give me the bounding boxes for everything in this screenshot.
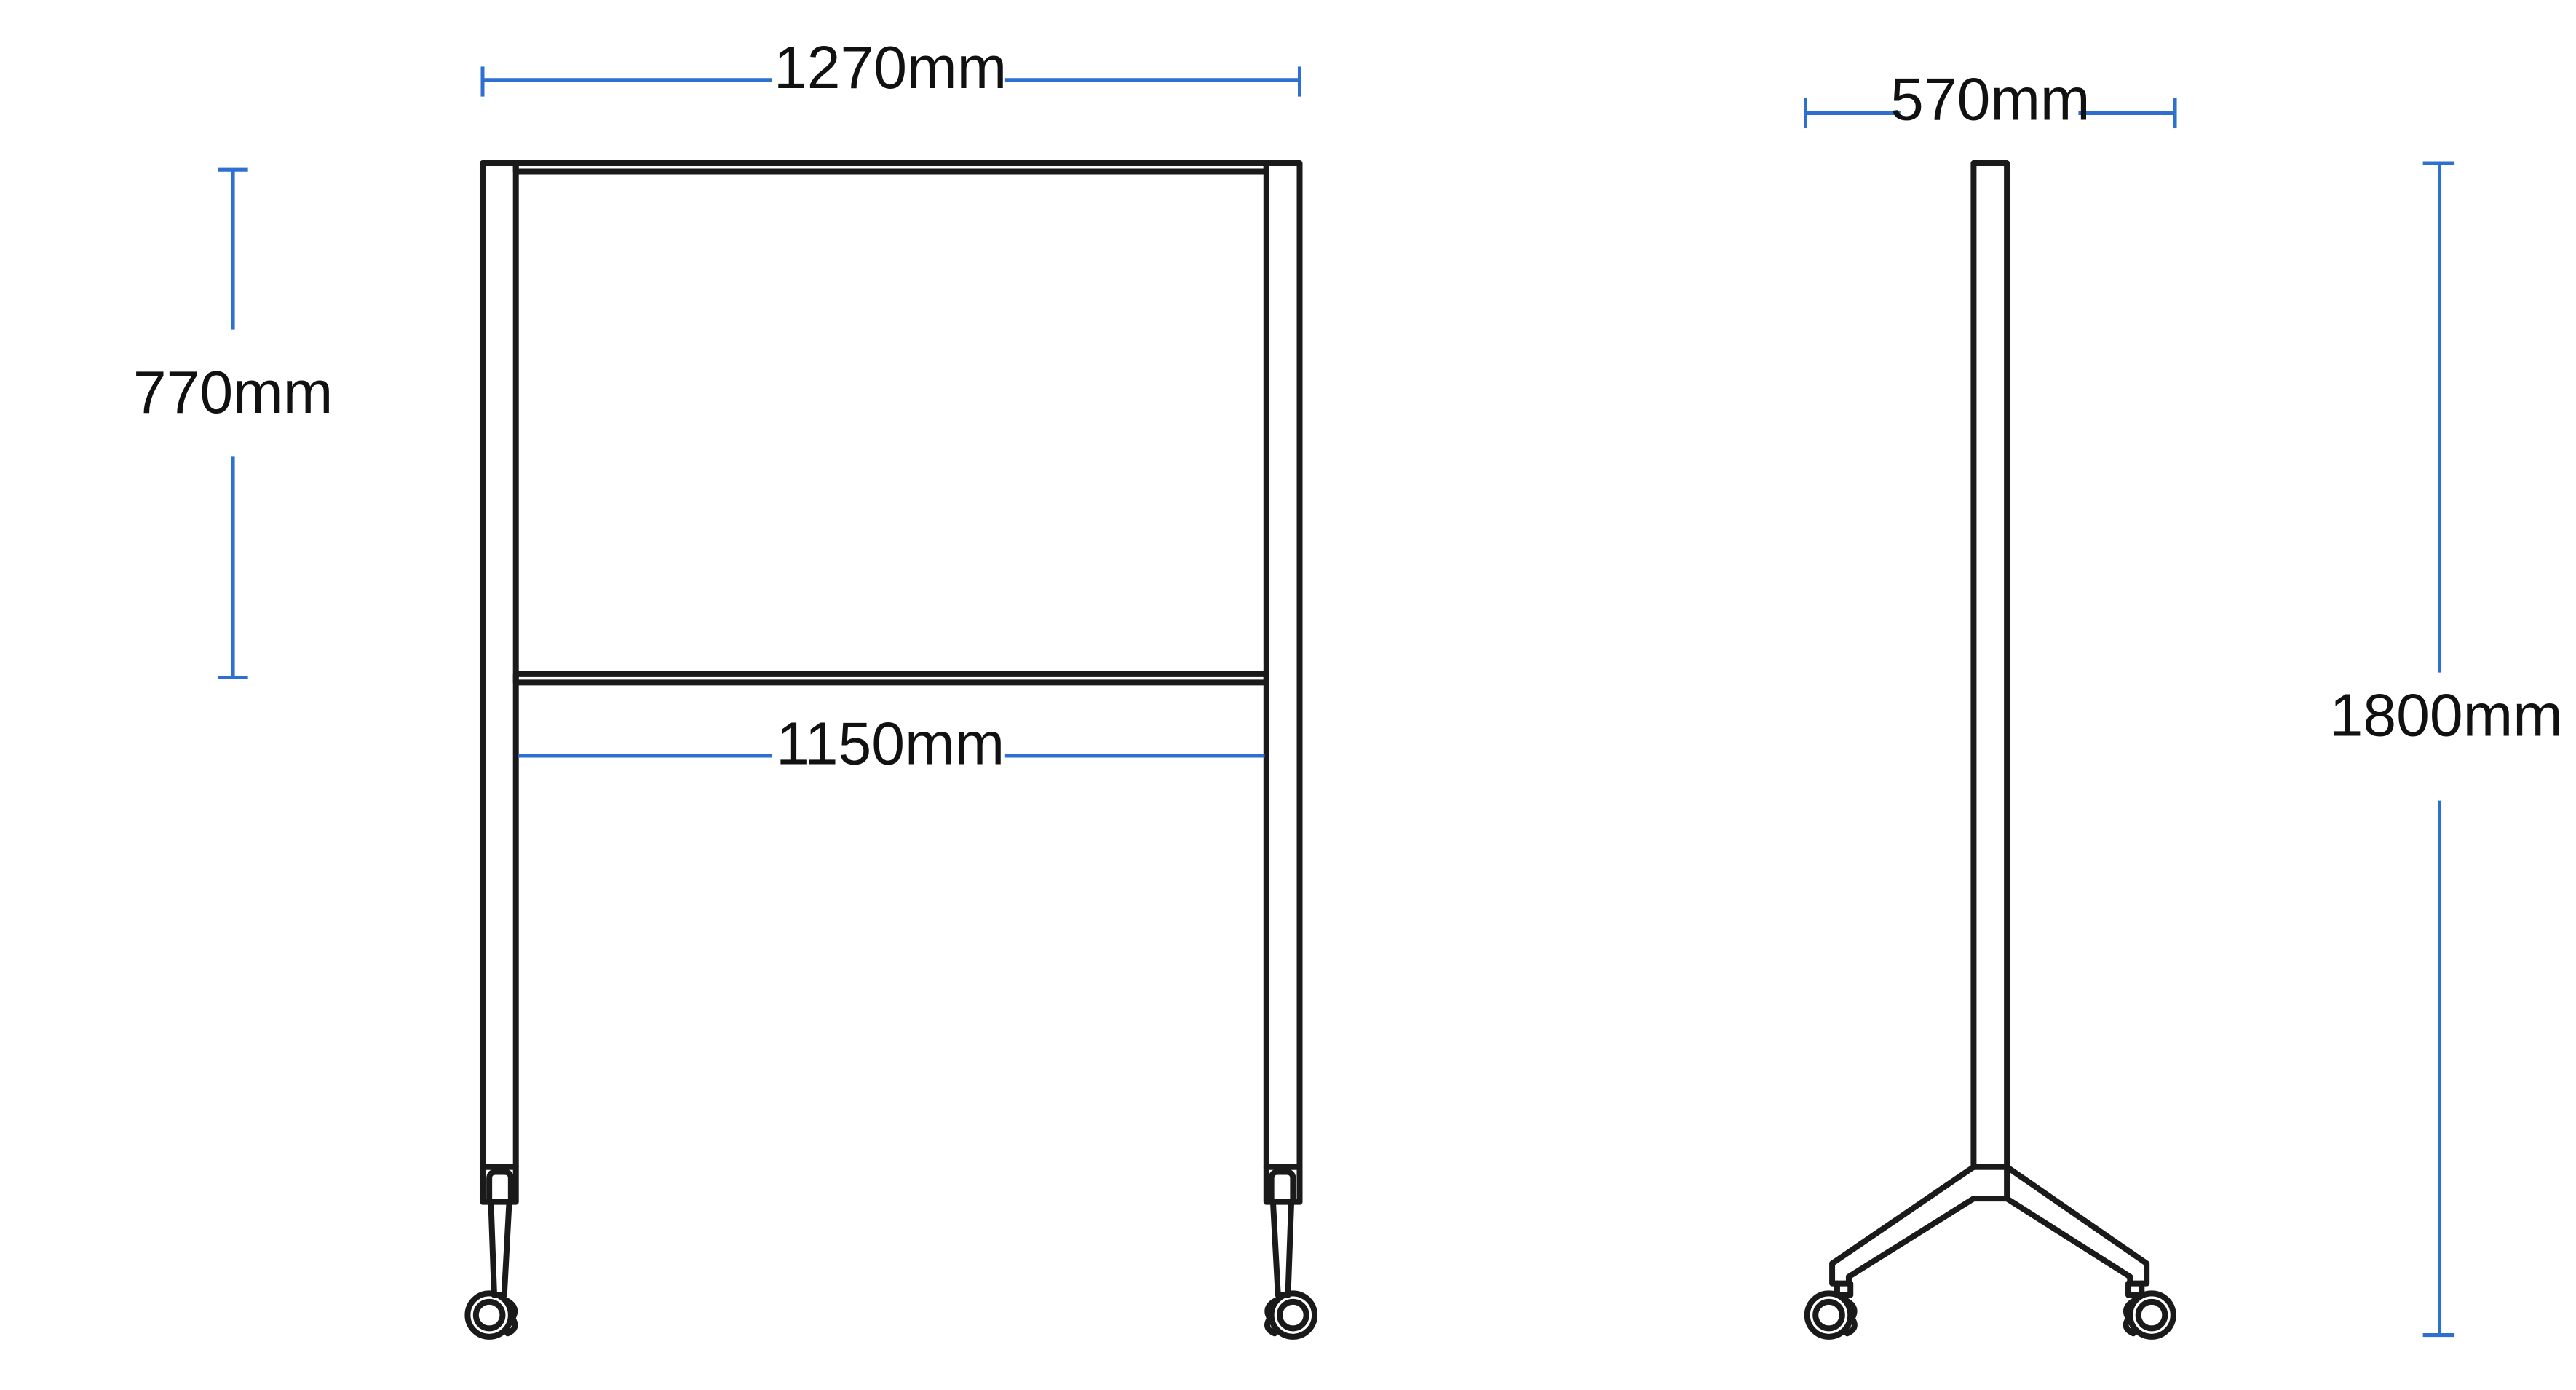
side-right-foot	[2004, 1164, 2150, 1287]
front-left-leg	[479, 160, 519, 1170]
dimension-total-height: 1800mm	[2330, 161, 2563, 1338]
front-top-rail	[512, 160, 1269, 175]
dimension-board-height: 770mm	[133, 167, 333, 680]
dimension-inner-width: 1150mm	[518, 710, 1265, 777]
front-right-leg	[1263, 160, 1303, 1170]
side-right-caster	[2123, 1280, 2176, 1340]
front-right-caster	[1263, 1164, 1318, 1340]
side-view	[1804, 160, 2176, 1340]
dimension-side-depth: 570mm	[1803, 66, 2177, 133]
side-post	[1970, 160, 2010, 1170]
front-middle-rail	[512, 671, 1269, 686]
total-height-label: 1800mm	[2330, 682, 2563, 749]
board-height-label: 770mm	[133, 359, 333, 426]
side-left-caster	[1804, 1280, 1858, 1340]
front-width-label: 1270mm	[774, 34, 1007, 101]
side-base-plate	[1970, 1164, 2010, 1202]
front-left-caster	[464, 1164, 519, 1340]
dimension-front-width: 1270mm	[480, 34, 1302, 101]
side-depth-label: 570mm	[1890, 66, 2090, 133]
side-left-foot	[1829, 1164, 1977, 1287]
front-view	[464, 160, 1318, 1340]
inner-width-label: 1150mm	[776, 710, 1004, 777]
